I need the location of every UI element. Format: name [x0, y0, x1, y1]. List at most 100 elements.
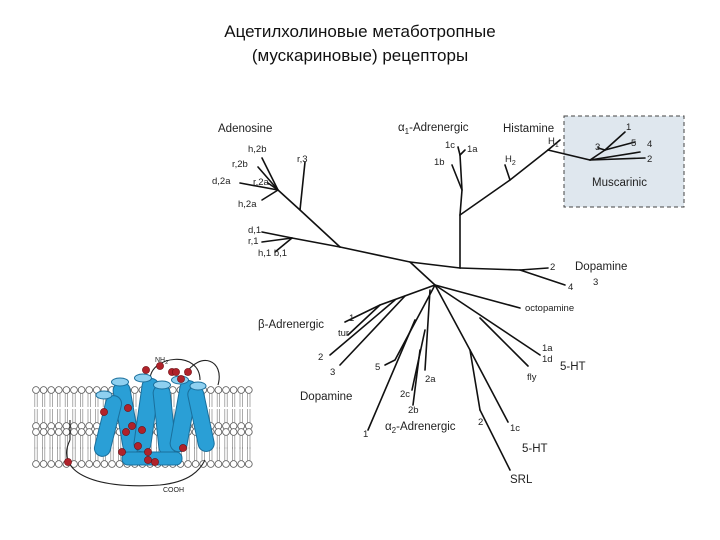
lipid-head	[214, 386, 223, 394]
branch-a1-group	[291, 237, 341, 248]
label-alpha1-adrenergic: α1-Adrenergic	[398, 122, 469, 136]
branch-histamine	[459, 149, 549, 216]
residue-dot	[118, 448, 126, 456]
label-octopamine: octopamine	[525, 303, 574, 314]
label-histamine: Histamine	[503, 123, 554, 135]
residue-dot	[100, 408, 108, 416]
leaf-beta2: 2	[318, 352, 323, 363]
branch-5ht1a	[434, 284, 541, 356]
branch-r1	[261, 237, 293, 243]
extracellular-loop	[149, 358, 201, 381]
helix-6	[93, 390, 123, 457]
lipid-head	[85, 428, 93, 436]
leaf-r2b: r,2b	[232, 159, 248, 170]
branch-m3	[597, 147, 606, 151]
branch-beta-tur	[347, 304, 381, 336]
leaf-a2-1: 1	[363, 429, 368, 440]
label-muscarinic: Muscarinic	[592, 177, 647, 189]
lipid-head	[39, 460, 48, 468]
branch-dopamine-d5	[384, 284, 436, 366]
lipid-head	[245, 428, 253, 436]
lipid-head	[47, 428, 55, 436]
leaf-r2a: r,2a	[253, 177, 270, 188]
branch-a1-1c	[457, 146, 461, 156]
leaf-m2: 2	[647, 154, 652, 165]
lipid-head	[191, 460, 200, 468]
leaf-h-h1: H1	[548, 136, 559, 149]
lipid-head	[70, 428, 78, 436]
helix-5	[187, 381, 215, 452]
leaf-m5: 5	[631, 138, 636, 149]
lipid-head	[229, 428, 238, 436]
leaf-d2a: d,2a	[212, 176, 231, 187]
leaf-dop3: 3	[593, 277, 598, 288]
lipid-head	[184, 460, 192, 468]
leaf-a2-2a: 2a	[425, 374, 436, 385]
lipid-head	[237, 386, 246, 394]
leaf-r1: r,1	[248, 236, 259, 247]
lipid-head	[39, 428, 48, 436]
page-title-line-1: Ацетилхолиновые метаботропные	[224, 22, 496, 41]
branch-5ht2	[434, 284, 481, 411]
label-5ht-upper: 5-HT	[560, 361, 586, 373]
lipid-head	[237, 460, 246, 468]
membrane-receptor-illustration: NH2 COOH	[32, 357, 253, 494]
leaf-a1-1b: 1b	[434, 157, 445, 168]
branch-h2	[504, 164, 511, 181]
residue-dot	[122, 428, 130, 436]
lipid-head	[222, 386, 230, 394]
residue-dot	[134, 442, 142, 450]
leaf-dop5: 5	[375, 362, 380, 373]
branch-a2-2a	[424, 289, 431, 371]
label-cooh: COOH	[163, 487, 184, 494]
lipid-head	[222, 460, 230, 468]
lipid-head	[108, 460, 116, 468]
branch-d2a	[239, 182, 279, 191]
lipid-head	[207, 386, 215, 394]
label-beta-adrenergic: β-Adrenergic	[258, 319, 324, 331]
leaf-m3: 3	[595, 142, 600, 153]
leaf-m4: 4	[647, 139, 652, 150]
label-adenosine: Adenosine	[218, 123, 272, 135]
lipid-head	[32, 460, 40, 468]
branch-beta3	[339, 295, 406, 366]
lipid-head	[62, 386, 71, 394]
branch-r2a	[267, 182, 279, 191]
residue-dot	[151, 458, 159, 466]
lipid-head	[39, 386, 48, 394]
branch-m4	[589, 151, 641, 161]
lipid-head	[54, 428, 63, 436]
tree-trunk	[339, 214, 461, 269]
lipid-head	[214, 428, 223, 436]
lipid-head	[54, 460, 63, 468]
helix-7	[121, 451, 183, 466]
lipid-head	[85, 460, 93, 468]
branch-m5	[604, 141, 636, 151]
branch-h1	[547, 139, 561, 151]
label-fly: fly	[527, 372, 537, 383]
branch-dopamine-d4	[519, 269, 566, 286]
branch-dopamine-d2	[459, 267, 549, 271]
lipid-head	[115, 460, 124, 468]
leaf-d1: d,1	[248, 225, 261, 236]
residue-dot	[172, 368, 180, 376]
lipid-head	[93, 460, 101, 468]
lipid-head	[32, 386, 40, 394]
lipid-head	[77, 386, 86, 394]
branch-srl	[479, 409, 511, 471]
label-dopamine-right: Dopamine	[575, 261, 627, 273]
leaf-a2-2c: 2c	[400, 389, 410, 400]
branch-a2-2b	[412, 349, 421, 406]
branch-a1-1a	[459, 149, 466, 156]
lipid-head	[131, 386, 139, 394]
branch-beta2	[329, 299, 396, 356]
muscarinic-highlight-box	[563, 115, 685, 208]
lipid-head	[245, 460, 253, 468]
tree-trunk-lower	[409, 261, 436, 286]
residue-dot	[142, 366, 150, 374]
branch-octopamine	[434, 284, 521, 309]
leaf-a2-2b: 2b	[408, 405, 419, 416]
lipid-head	[77, 460, 86, 468]
lipid-head	[207, 460, 215, 468]
